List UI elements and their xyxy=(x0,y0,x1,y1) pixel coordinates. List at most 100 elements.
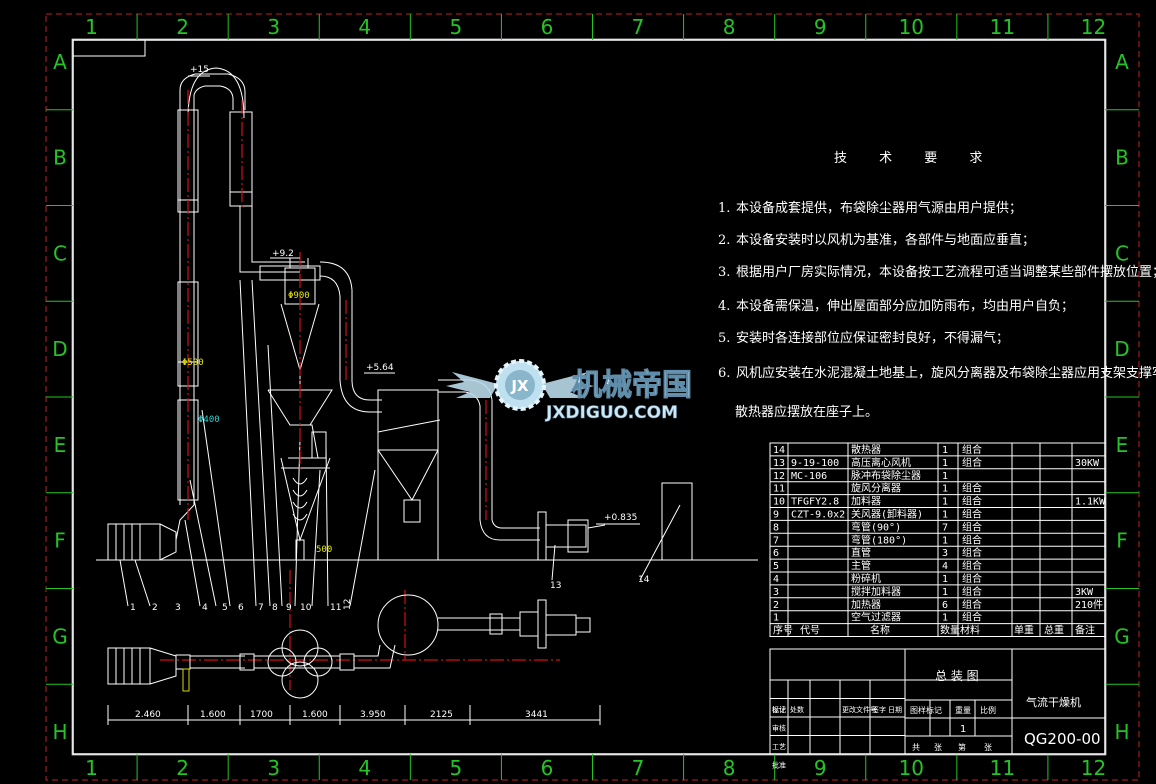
grid-col-bottom-5: 5 xyxy=(450,756,463,780)
bom-qty-7: 1 xyxy=(942,535,948,546)
role-label-0: 设计 xyxy=(772,705,786,714)
note-text-5: 安装时各连接部位应保证密封良好，不得漏气； xyxy=(736,330,1009,346)
watermark-wing-right xyxy=(542,372,594,398)
plan-dim-3: 1700 xyxy=(250,710,273,720)
bom-qty-3: 1 xyxy=(942,587,948,598)
plan-dim-1: 2.460 xyxy=(135,710,161,720)
title-sheet-no: 1 xyxy=(960,724,966,735)
bom-name-14: 散热器 xyxy=(851,443,881,456)
grid-row-right-D: D xyxy=(1114,337,1129,361)
bom-no-3: 3 xyxy=(773,587,779,598)
leader-7: 7 xyxy=(258,603,264,613)
title-product: 气流干燥机 xyxy=(1026,695,1081,709)
note-num-4: 4. xyxy=(718,299,730,314)
grid-row-left-C: C xyxy=(53,241,67,265)
leader-2: 2 xyxy=(152,603,158,613)
bom-name-2: 加热器 xyxy=(851,598,881,611)
grid-row-left-D: D xyxy=(52,337,67,361)
title-drawing: 总 装 图 xyxy=(935,669,979,683)
grid-col-top-7: 7 xyxy=(632,15,645,39)
role-label-1: 审核 xyxy=(772,724,786,733)
centerlines xyxy=(160,90,560,690)
leader-8: 8 xyxy=(272,603,278,613)
leader-12: 12 xyxy=(343,599,353,610)
title-bottom-3: 第 xyxy=(958,742,966,752)
plan-dim-7: 3441 xyxy=(525,710,548,720)
pipe-label-500: Φ500 xyxy=(182,358,204,368)
grid-row-right-E: E xyxy=(1116,433,1129,457)
leader-9: 9 xyxy=(286,603,292,613)
bom-name-6: 直管 xyxy=(851,546,871,559)
grid-row-left-G: G xyxy=(52,624,68,648)
note-text-6: 风机应安装在水泥混凝土地基上，旋风分离器及布袋除尘器应用支架支撑牢固， xyxy=(736,365,1156,381)
bom-no-4: 4 xyxy=(773,574,779,585)
grid-row-left-E: E xyxy=(54,433,67,457)
bom-qty-10: 1 xyxy=(942,497,948,508)
watermark: JX 机械帝国 JXDIGUO.COM xyxy=(446,359,693,423)
rev-label-3: 签字 xyxy=(872,705,886,714)
bom-header-3: 数量 xyxy=(940,624,960,637)
pipe-label-v500: 500 xyxy=(316,545,332,555)
bom-no-9: 9 xyxy=(773,510,779,521)
bom-name-5: 主管 xyxy=(851,559,871,572)
grid-col-top-1: 1 xyxy=(85,15,98,39)
bom-name-9: 关风器(卸料器) xyxy=(851,508,923,521)
bom-qty-6: 3 xyxy=(942,548,948,559)
grid-col-bottom-6: 6 xyxy=(541,756,554,780)
bom-qty-8: 7 xyxy=(942,522,948,533)
grid-row-left-A: A xyxy=(53,50,67,74)
bom-note-2: 210件 xyxy=(1075,599,1103,611)
grid-col-bottom-8: 8 xyxy=(723,756,736,780)
bom-code-9: CZT-9.0x2 xyxy=(791,510,845,521)
bom-mat-8: 组合 xyxy=(962,520,982,533)
plan-dim-5: 3.950 xyxy=(360,710,386,720)
bom-no-14: 14 xyxy=(773,445,785,456)
grid-row-right-C: C xyxy=(1115,241,1129,265)
grid-col-bottom-2: 2 xyxy=(176,756,189,780)
grid-col-top-11: 11 xyxy=(990,15,1015,39)
plan-dim-2: 1.600 xyxy=(200,710,226,720)
bom-note-13: 30KW xyxy=(1075,458,1100,469)
plan-view: 2.460 1.600 1700 1.600 3.950 2125 3441 xyxy=(107,594,601,725)
bom-qty-14: 1 xyxy=(942,445,948,456)
bom-name-11: 旋风分离器 xyxy=(851,482,901,495)
grid-col-bottom-9: 9 xyxy=(814,756,827,780)
notes-title: 技 术 要 求 xyxy=(834,151,996,166)
bom-name-3: 搅拌加料器 xyxy=(851,585,901,598)
bom-header-6: 总重 xyxy=(1044,624,1064,637)
note-num-5: 5. xyxy=(718,331,730,346)
title-drawing-no: QG200-00 xyxy=(1024,730,1101,748)
grid-col-bottom-11: 11 xyxy=(990,756,1015,780)
bom-mat-1: 组合 xyxy=(962,611,982,624)
grid-row-left-B: B xyxy=(53,146,67,170)
grid-col-bottom-7: 7 xyxy=(632,756,645,780)
grid-col-bottom-12: 12 xyxy=(1081,756,1106,780)
bom-name-4: 粉碎机 xyxy=(851,572,881,585)
bom-no-1: 1 xyxy=(773,613,779,624)
bom-mat-6: 组合 xyxy=(962,546,982,559)
note-num-1: 1. xyxy=(718,201,730,216)
bom-note-10: 1.1KW xyxy=(1075,497,1106,508)
bom-no-5: 5 xyxy=(773,561,779,572)
bom-name-1: 空气过滤器 xyxy=(851,611,901,624)
grid-col-top-6: 6 xyxy=(541,15,554,39)
rev-label-2: 更改文件号 xyxy=(842,705,877,714)
title-bottom-1: 共 xyxy=(912,743,920,752)
bom-qty-13: 1 xyxy=(942,458,948,469)
leader-1: 1 xyxy=(130,603,136,613)
grid-col-top-9: 9 xyxy=(814,15,827,39)
bom-header-5: 单重 xyxy=(1014,624,1034,637)
bom-code-12: MC-106 xyxy=(791,471,827,482)
bom-mat-9: 组合 xyxy=(962,508,982,521)
bom-qty-9: 1 xyxy=(942,510,948,521)
title-scale-label-2: 重量 xyxy=(955,705,971,715)
leader-11: 11 xyxy=(330,603,341,613)
elevation-15: +15 xyxy=(190,65,209,75)
leader-14: 14 xyxy=(638,575,650,585)
grid-col-bottom-10: 10 xyxy=(899,756,924,780)
note-text-3: 根据用户厂房实际情况，本设备按工艺流程可适当调整某些部件摆放位置； xyxy=(736,264,1156,280)
leader-13: 13 xyxy=(550,581,561,591)
bom-no-12: 12 xyxy=(773,471,785,482)
